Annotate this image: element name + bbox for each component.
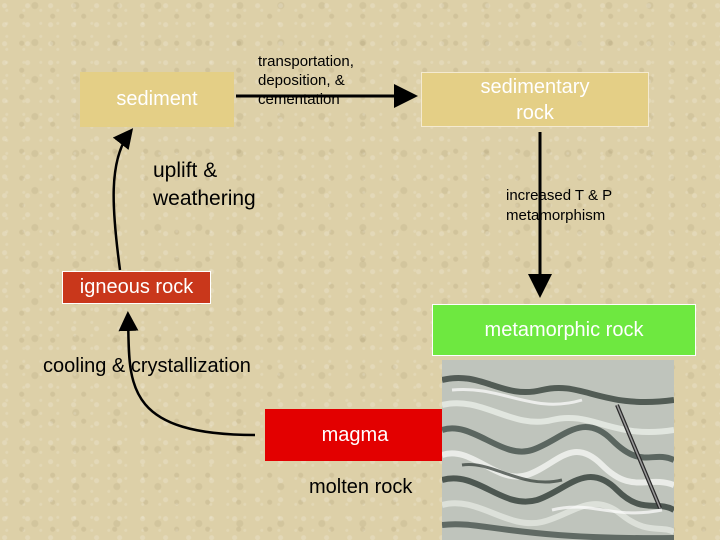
igneous-rock-box: igneous rock bbox=[62, 271, 211, 304]
arrow-igneous-to-sediment bbox=[112, 128, 134, 271]
arrow-magma-to-igneous bbox=[118, 311, 256, 437]
igneous-rock-label: igneous rock bbox=[79, 276, 194, 298]
magma-label: magma bbox=[321, 423, 389, 446]
magma-box: magma bbox=[265, 409, 445, 461]
transport-process-label: transportation, deposition, & cementatio… bbox=[258, 53, 354, 108]
molten-rock-label: molten rock bbox=[309, 476, 413, 498]
metamorphism-process-label: increased T & P metamorphism bbox=[506, 187, 612, 224]
metamorphic-rock-label: metamorphic rock bbox=[484, 318, 644, 341]
sediment-box: sediment bbox=[80, 72, 234, 127]
foliated-rock-photo bbox=[442, 360, 674, 540]
sediment-label: sediment bbox=[116, 88, 198, 110]
sedimentary-rock-box: sedimentary rock bbox=[421, 72, 649, 127]
cooling-process-label: cooling & crystallization bbox=[43, 355, 251, 377]
sedimentary-rock-label: sedimentary rock bbox=[480, 75, 590, 124]
uplift-process-label: uplift & weathering bbox=[153, 159, 256, 210]
metamorphic-rock-box: metamorphic rock bbox=[432, 304, 696, 356]
